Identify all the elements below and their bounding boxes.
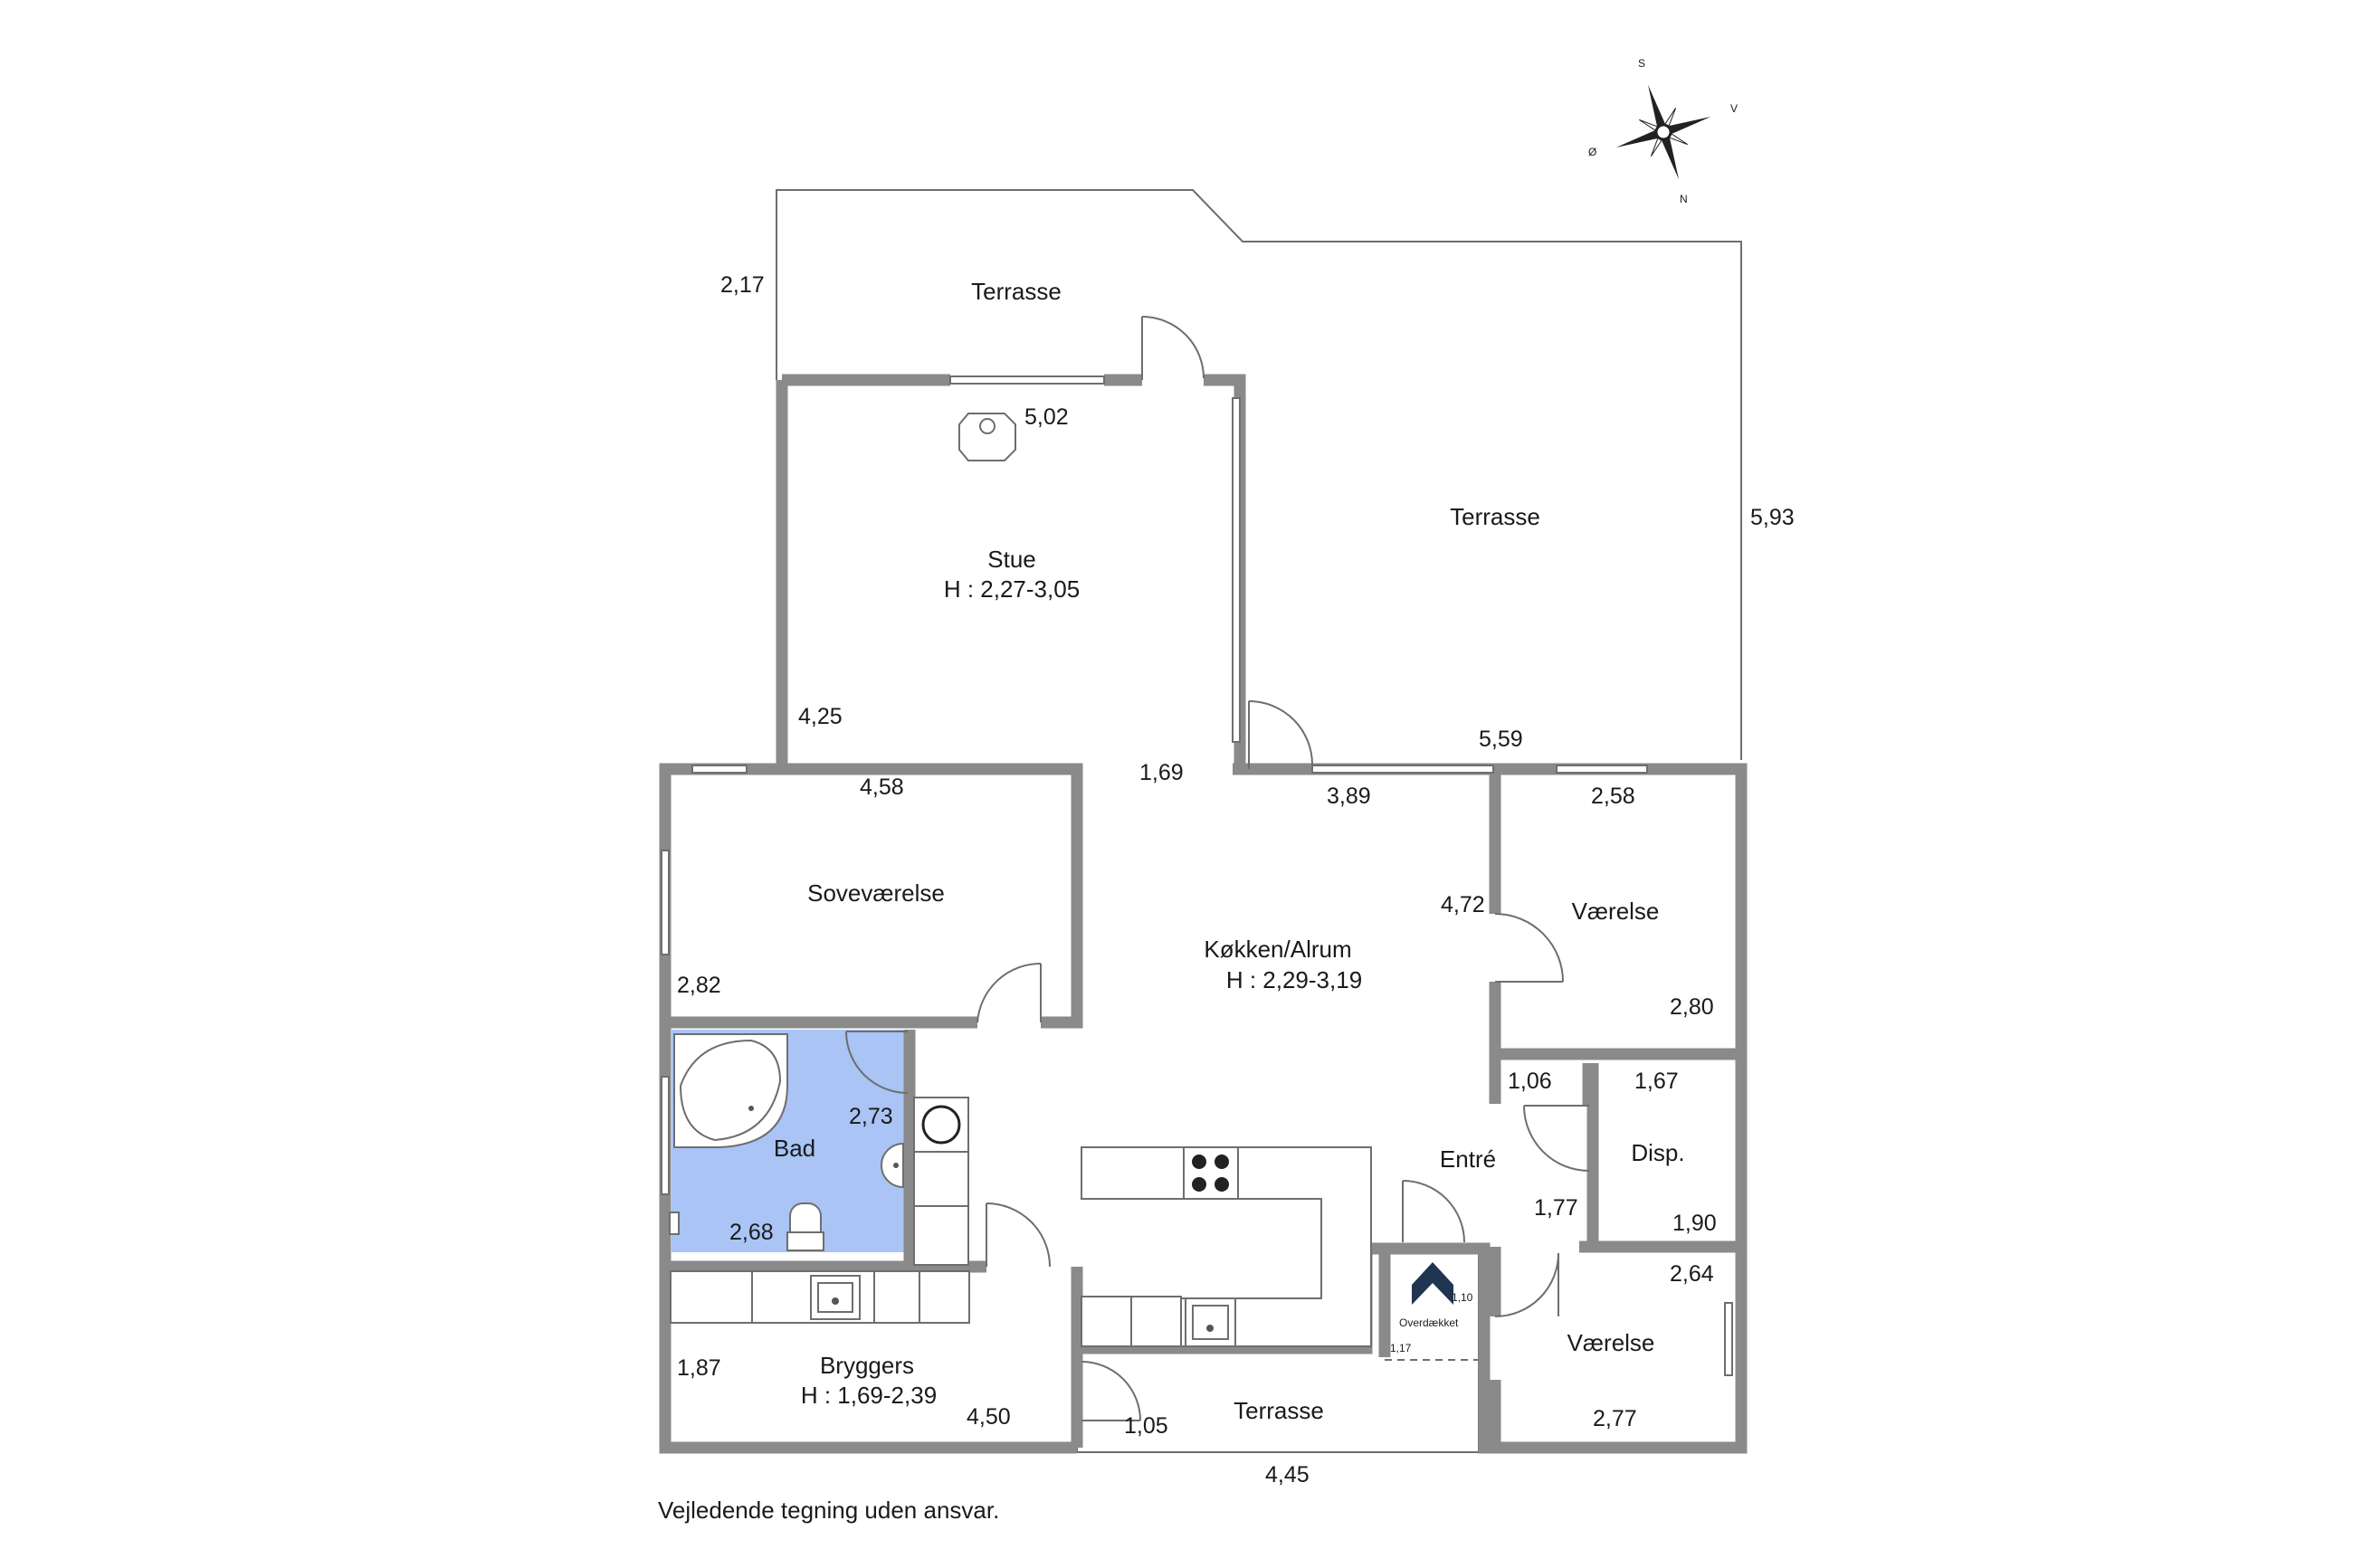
room-label-terrasse-right: Terrasse xyxy=(1450,503,1540,530)
compass-south-label: S xyxy=(1638,57,1645,70)
dimension-label: 1,67 xyxy=(1634,1069,1679,1094)
dimension-label: 2,80 xyxy=(1670,994,1714,1020)
wash-basin xyxy=(881,1142,904,1189)
dimension-label: 2,68 xyxy=(729,1220,774,1245)
room-label-terrasse-top: Terrasse xyxy=(971,278,1062,305)
dimension-label: 2,64 xyxy=(1670,1261,1714,1287)
dimension-label: 2,58 xyxy=(1591,784,1635,809)
dimension-label: 2,17 xyxy=(720,272,765,298)
walls xyxy=(659,374,1748,1454)
compass-north-label: N xyxy=(1680,193,1688,205)
room-label-sovevaerelse: Soveværelse xyxy=(807,879,945,907)
dimension-label: 5,59 xyxy=(1479,727,1523,752)
dimension-label: 1,06 xyxy=(1508,1069,1552,1094)
dimension-label: 1,10 xyxy=(1452,1291,1473,1304)
dimension-label: 4,25 xyxy=(798,704,843,729)
dimension-label: 1,17 xyxy=(1390,1342,1412,1354)
dimension-label: 5,93 xyxy=(1750,505,1795,530)
dimension-label: 1,90 xyxy=(1672,1211,1717,1236)
entry-arrow-icon xyxy=(1412,1262,1453,1305)
dimension-label: 4,45 xyxy=(1265,1462,1310,1487)
compass-rose-icon xyxy=(1615,84,1711,180)
room-label-entre: Entré xyxy=(1440,1145,1496,1173)
dimension-label: 4,72 xyxy=(1441,892,1485,917)
dimension-label: 1,87 xyxy=(677,1355,721,1381)
room-label-kokken: Køkken/Alrum xyxy=(1204,936,1351,963)
dimension-label: 1,69 xyxy=(1139,760,1184,785)
dimension-label: 2,73 xyxy=(849,1104,893,1129)
bathtub xyxy=(673,1033,788,1148)
room-label-vaerelse-2: Værelse xyxy=(1567,1329,1655,1356)
room-height-stue: H : 2,27-3,05 xyxy=(944,575,1080,603)
room-label-bad: Bad xyxy=(774,1135,815,1162)
room-label-disp: Disp. xyxy=(1631,1139,1684,1166)
dimension-label: 4,50 xyxy=(967,1404,1011,1430)
dimension-label: 2,82 xyxy=(677,973,721,998)
dimension-label: 1,05 xyxy=(1124,1413,1168,1439)
fixtures xyxy=(669,413,1372,1347)
compass-west-label: V xyxy=(1730,102,1738,115)
windows xyxy=(661,375,1733,1376)
compass-east-label: Ø xyxy=(1588,146,1596,158)
room-label-overdaekket: Overdækket xyxy=(1399,1316,1459,1329)
stove-top xyxy=(1183,1146,1239,1200)
room-label-bryggers: Bryggers xyxy=(820,1352,914,1379)
dimension-label: 2,77 xyxy=(1593,1406,1637,1431)
room-label-vaerelse-1: Værelse xyxy=(1572,898,1660,925)
dimension-label: 1,77 xyxy=(1534,1195,1578,1221)
room-label-terrasse-bottom: Terrasse xyxy=(1234,1397,1324,1424)
doors xyxy=(845,316,1590,1421)
dimension-label: 5,02 xyxy=(1024,404,1069,430)
dimension-label: 4,58 xyxy=(860,774,904,800)
dimension-label: 3,89 xyxy=(1327,784,1371,809)
room-height-kokken: H : 2,29-3,19 xyxy=(1226,966,1362,993)
disclaimer-text: Vejledende tegning uden ansvar. xyxy=(658,1497,999,1524)
room-height-bryggers: H : 1,69-2,39 xyxy=(801,1382,937,1409)
wood-stove xyxy=(958,413,1016,461)
room-label-stue: Stue xyxy=(987,546,1036,573)
